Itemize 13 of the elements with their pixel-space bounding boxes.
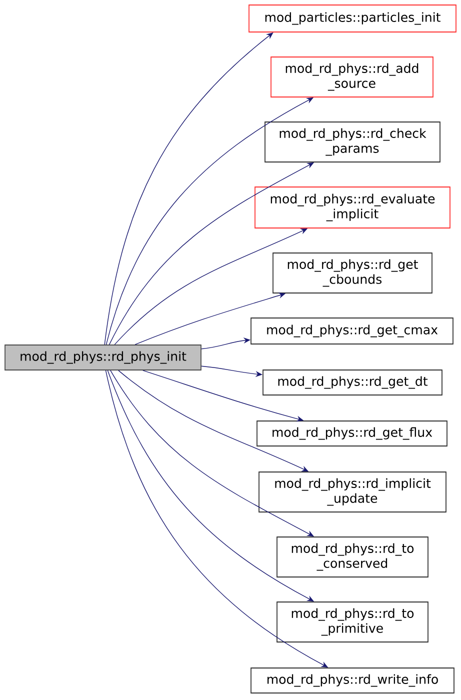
function-box: mod_rd_phys::rd_get_cmax bbox=[250, 318, 454, 344]
function-box: mod_rd_phys::rd_check _params bbox=[264, 122, 440, 162]
function-box: mod_rd_phys::rd_evaluate _implicit bbox=[254, 186, 450, 228]
function-box: mod_rd_phys::rd_add _source bbox=[270, 56, 434, 98]
function-box: mod_rd_phys::rd_implicit _update bbox=[258, 472, 446, 512]
function-box: mod_rd_phys::rd_get_dt bbox=[262, 370, 442, 396]
function-box: mod_rd_phys::rd_get _cbounds bbox=[272, 252, 432, 294]
function-box: mod_rd_phys::rd_phys_init bbox=[4, 344, 202, 370]
function-box: mod_particles::particles_init bbox=[248, 4, 456, 32]
function-box: mod_rd_phys::rd_write_info bbox=[250, 668, 454, 694]
function-box: mod_rd_phys::rd_to _primitive bbox=[276, 602, 428, 642]
function-box: mod_rd_phys::rd_get_flux bbox=[256, 420, 448, 446]
function-box: mod_rd_phys::rd_to _conserved bbox=[276, 536, 428, 578]
